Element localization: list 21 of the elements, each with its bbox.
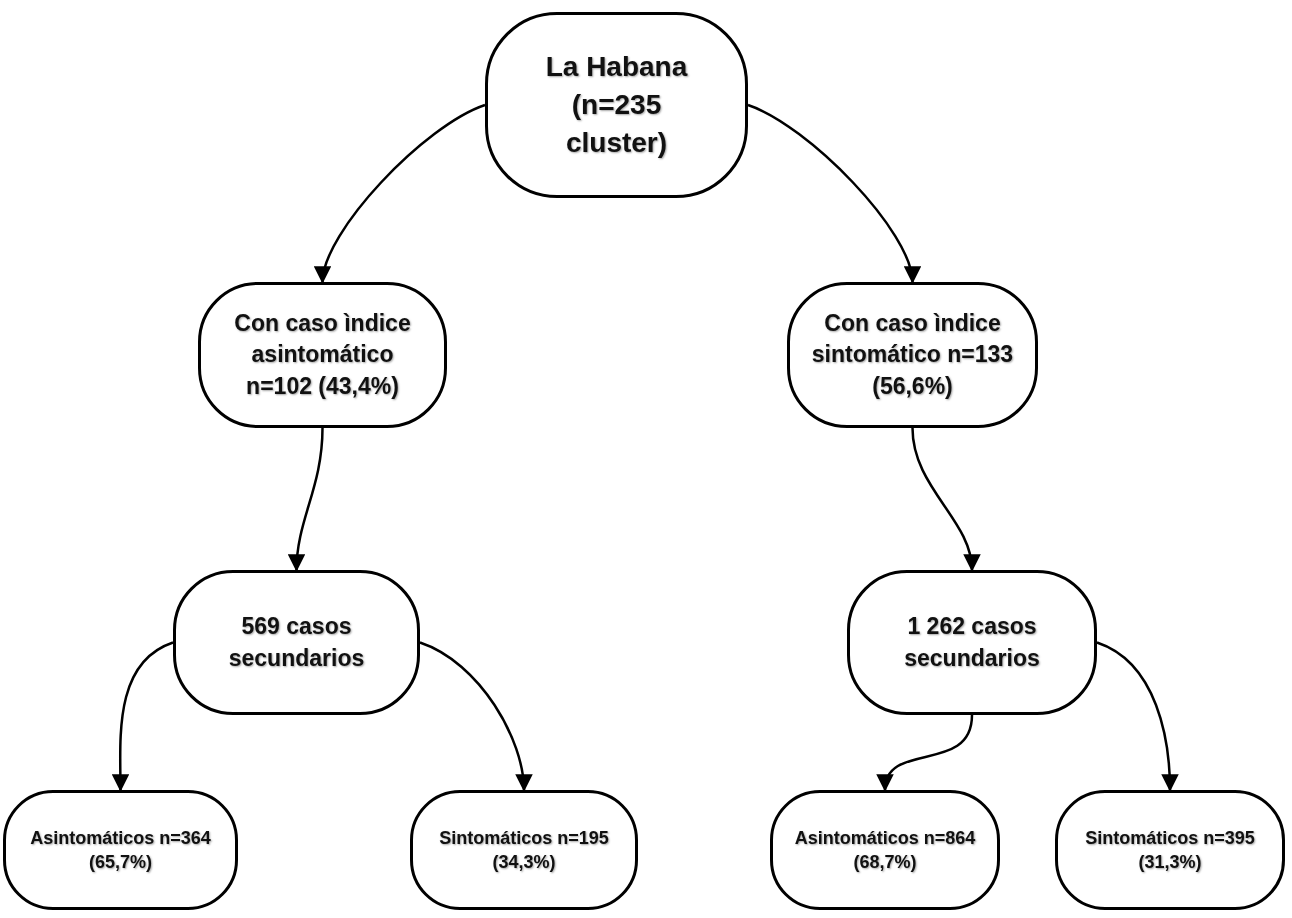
- node-label: La Habana (n=235 cluster): [544, 50, 689, 160]
- curved-arrow: [1096, 641, 1179, 792]
- curved-arrow: [111, 641, 174, 792]
- node-label: Sintomáticos n=395 (31,3%): [1084, 826, 1256, 874]
- node-label: Asintomáticos n=364 (65,7%): [29, 826, 212, 874]
- curved-arrow: [316, 103, 486, 284]
- curved-arrow: [419, 641, 532, 792]
- rounded-node: [1055, 790, 1285, 910]
- rounded-node: [770, 790, 1000, 910]
- curved-arrow: [747, 103, 919, 284]
- node-label: Asintomáticos n=864 (68,7%): [793, 826, 977, 874]
- node-label: Sintomáticos n=195 (34,3%): [438, 826, 610, 874]
- node-label: Con caso ìndice asintomático n=102 (43,4%): [233, 309, 412, 401]
- curved-arrow: [288, 427, 324, 572]
- rounded-node: [3, 790, 238, 910]
- curved-arrow: [911, 427, 980, 572]
- node-label: 1 262 casos secundarios: [903, 612, 1041, 673]
- node-label: 569 casos secundarios: [227, 612, 366, 673]
- curved-arrow: [878, 714, 974, 792]
- rounded-node: [410, 790, 638, 910]
- node-label: Con caso ìndice sintomático n=133 (56,6%): [810, 309, 1015, 401]
